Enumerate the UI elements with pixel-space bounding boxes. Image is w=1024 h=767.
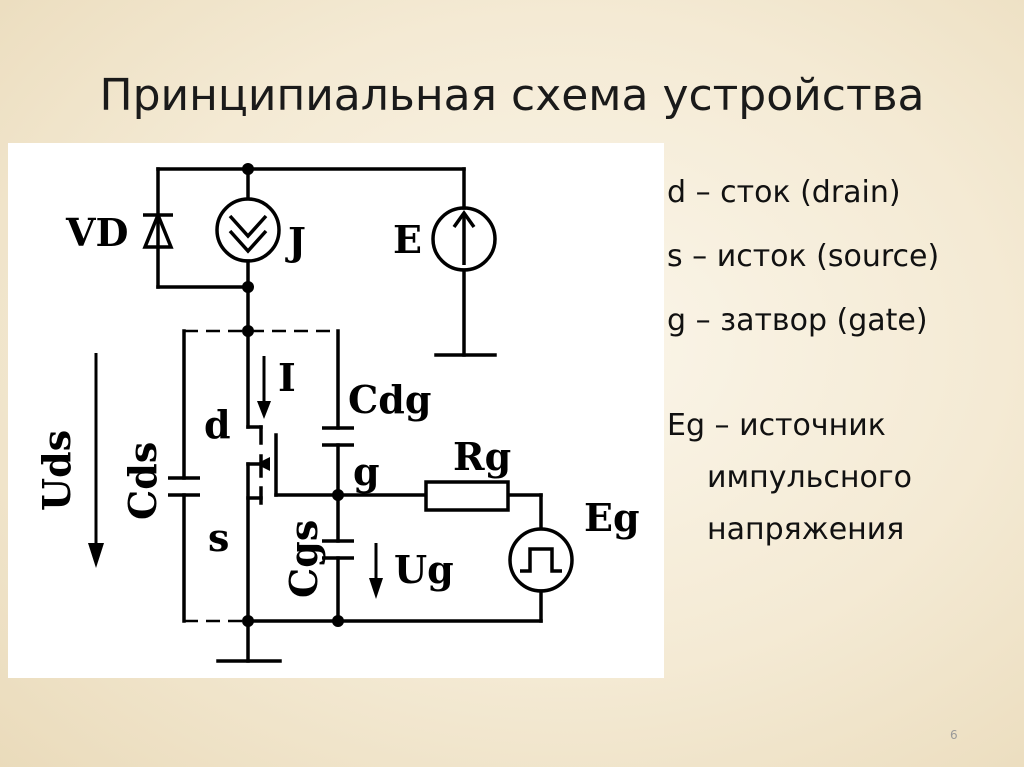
label-g: g <box>353 449 380 494</box>
page-number: 6 <box>950 728 958 742</box>
legend-eg-line1: Eg – источник <box>667 408 886 443</box>
slide-title: Принципиальная схема устройства <box>99 70 925 121</box>
label-rg: Rg <box>453 434 511 479</box>
circuit-diagram: VD J E I Cdg d g Rg s Ug Eg Uds Cds Cgs <box>8 143 664 678</box>
legend-drain: d – сток (drain) <box>667 175 901 210</box>
label-s: s <box>208 515 229 560</box>
junction-dot <box>332 615 344 627</box>
label-d: d <box>204 402 231 447</box>
label-eg: Eg <box>584 495 640 540</box>
junction-dot <box>242 281 254 293</box>
junction-dot <box>242 325 254 337</box>
label-cgs: Cgs <box>281 520 326 598</box>
label-cdg: Cdg <box>348 377 431 422</box>
label-j: J <box>285 219 306 264</box>
diode-icon <box>142 210 174 249</box>
label-vd: VD <box>65 210 128 255</box>
label-ug: Ug <box>394 547 454 592</box>
terminal-legend: d – сток (drain) s – исток (source) g – … <box>667 168 1017 556</box>
circuit-schematic: VD J E I Cdg d g Rg s Ug Eg Uds Cds Cgs <box>34 163 640 663</box>
legend-source: s – исток (source) <box>667 239 940 274</box>
junction-dot <box>242 163 254 175</box>
label-i: I <box>278 355 296 400</box>
legend-eg-line3: напряжения <box>707 512 905 547</box>
junction-dot <box>242 615 254 627</box>
legend-eg: Eg – источник импульсного напряжения <box>667 400 1017 556</box>
label-uds: Uds <box>34 430 79 511</box>
junction-dot <box>332 489 344 501</box>
legend-gate: g – затвор (gate) <box>667 303 928 338</box>
mosfet-arrow-icon <box>256 457 270 471</box>
voltage-source-icon <box>431 206 497 272</box>
current-source-icon <box>215 197 281 263</box>
pulse-source-icon <box>508 527 574 593</box>
label-cds: Cds <box>120 442 165 520</box>
label-e: E <box>393 217 422 262</box>
legend-eg-line2: импульсного <box>707 460 912 495</box>
current-arrow-icon <box>257 356 271 419</box>
ug-arrow-icon <box>369 543 383 599</box>
resistor-icon <box>424 480 510 512</box>
uds-arrow-icon <box>88 353 104 568</box>
